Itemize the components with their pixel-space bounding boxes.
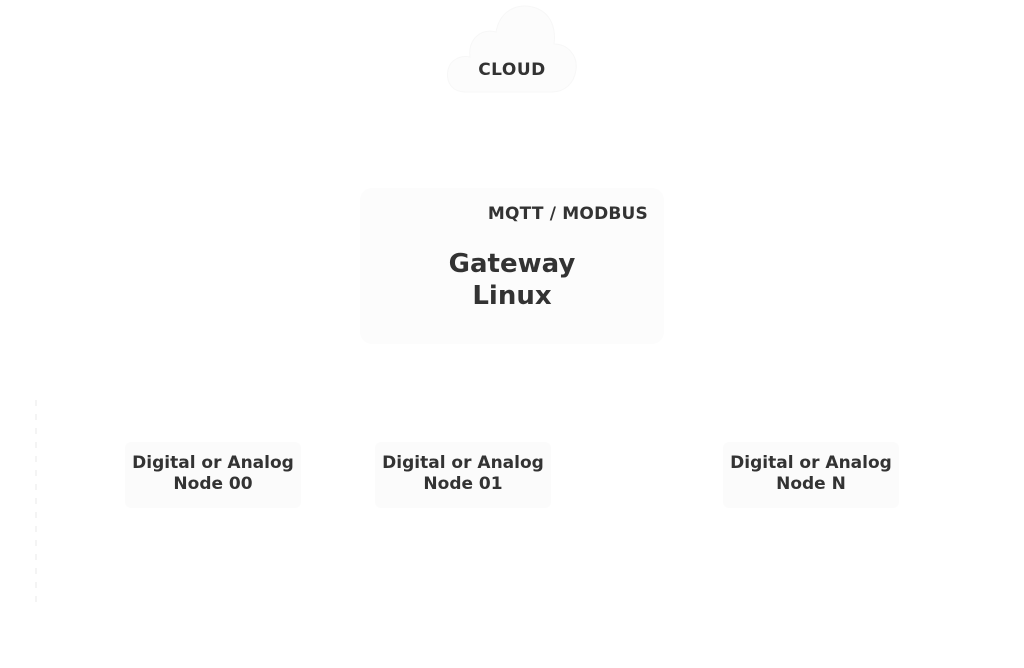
protocol-label: MQTT / MODBUS <box>487 204 648 224</box>
connector-line <box>35 400 37 605</box>
node-name-label: Node 00 <box>173 474 253 494</box>
gateway-title: Gateway Linux <box>360 248 664 312</box>
cloud-icon <box>447 5 577 93</box>
cloud-label: CLOUD <box>478 60 546 80</box>
cloud-node: CLOUD <box>444 0 580 96</box>
node-type-label: Digital or Analog <box>382 453 544 473</box>
node-type-label: Digital or Analog <box>132 453 294 473</box>
gateway-title-line2: Linux <box>472 281 552 311</box>
node-n-box: Digital or Analog Node N <box>723 442 899 508</box>
node-name-label: Node N <box>776 474 846 494</box>
gateway-title-line1: Gateway <box>448 249 576 279</box>
node-name-label: Node 01 <box>423 474 503 494</box>
node-00-box: Digital or Analog Node 00 <box>125 442 301 508</box>
node-01-box: Digital or Analog Node 01 <box>375 442 551 508</box>
gateway-box: MQTT / MODBUS Gateway Linux <box>360 188 664 344</box>
node-type-label: Digital or Analog <box>730 453 892 473</box>
